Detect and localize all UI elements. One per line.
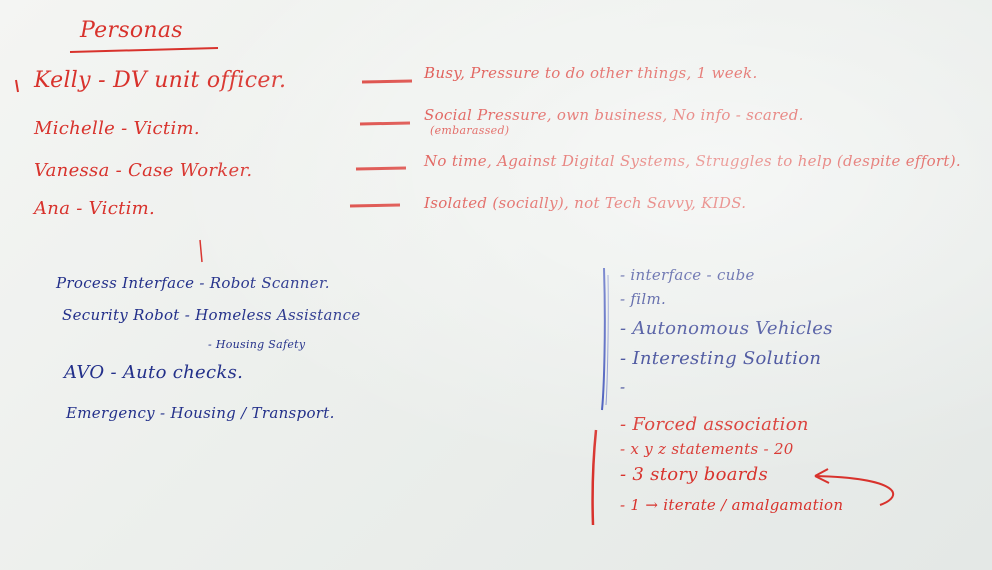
persona-notes-michelle: Social Pressure, own business, No info -… (424, 106, 804, 124)
persona-name-michelle: Michelle - Victim. (34, 118, 200, 139)
dash-1 (361, 79, 413, 84)
right-blue-item-1: - interface - cube (620, 266, 755, 284)
stray-mark (199, 239, 203, 263)
idea-emergency: Emergency - Housing / Transport. (66, 404, 335, 422)
right-red-item-1: - Forced association (620, 414, 809, 435)
persona-notes-kelly: Busy, Pressure to do other things, 1 wee… (424, 64, 758, 82)
right-blue-item-4: - Interesting Solution (620, 348, 822, 369)
right-red-item-2: - x y z statements - 20 (620, 440, 794, 458)
right-blue-item-5: - (620, 378, 626, 396)
persona-notes-vanessa: No time, Against Digital Systems, Strugg… (424, 152, 961, 170)
dash-2 (359, 121, 411, 126)
title-underline (69, 47, 219, 53)
right-red-item-4: - 1 → iterate / amalgamation (620, 496, 844, 514)
personas-title: Personas (80, 18, 183, 43)
right-blue-item-3: - Autonomous Vehicles (620, 318, 833, 339)
right-blue-item-2: - film. (620, 290, 667, 308)
idea-housing-safety: - Housing Safety (208, 338, 306, 351)
persona-name-ana: Ana - Victim. (34, 198, 156, 219)
dash-3 (355, 166, 407, 171)
tick-mark (15, 79, 19, 93)
persona-name-vanessa: Vanessa - Case Worker. (34, 160, 253, 181)
persona-name-kelly: Kelly - DV unit officer. (34, 68, 287, 93)
dash-4 (349, 203, 401, 208)
red-divider (591, 429, 598, 526)
idea-avo: AVO - Auto checks. (64, 362, 244, 383)
idea-security-robot: Security Robot - Homeless Assistance (62, 306, 361, 324)
blue-divider-2 (605, 274, 609, 406)
persona-notes-ana: Isolated (socially), not Tech Savvy, KID… (424, 194, 747, 212)
blue-divider (601, 267, 606, 411)
persona-notes-michelle-sub: (embarassed) (430, 124, 510, 137)
right-red-item-3: - 3 story boards (620, 464, 769, 485)
idea-process-interface: Process Interface - Robot Scanner. (56, 274, 330, 292)
